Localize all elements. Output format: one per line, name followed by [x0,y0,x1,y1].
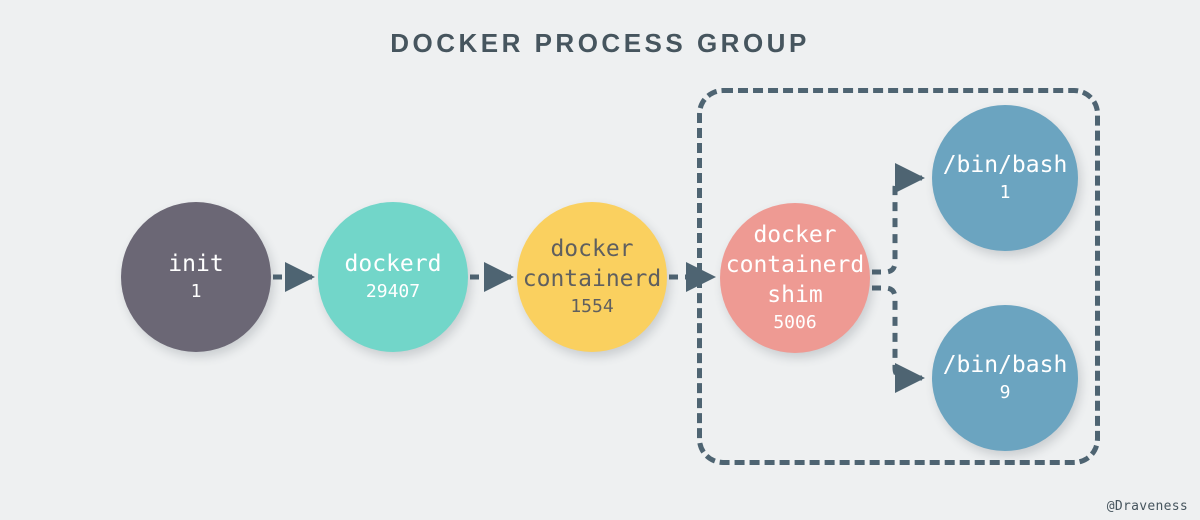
process-name-label: docker containerd shim [725,222,865,308]
process-name-label: dockerd [344,251,442,277]
process-pid-label: 9 [999,382,1011,403]
process-name-label: /bin/bash [942,152,1068,178]
process-node-shim[interactable]: docker containerd shim 5006 [720,203,870,353]
process-pid-label: 1 [999,182,1011,203]
process-node-init[interactable]: init 1 [121,202,271,352]
process-pid-label: 29407 [365,281,421,302]
process-name-label: /bin/bash [942,352,1068,378]
process-node-bash1[interactable]: /bin/bash 1 [932,105,1078,251]
process-node-dockerd[interactable]: dockerd 29407 [318,202,468,352]
page-title: DOCKER PROCESS GROUP [390,28,810,58]
process-pid-label: 1 [190,281,202,302]
process-pid-label: 5006 [773,312,817,333]
process-node-containerd[interactable]: docker containerd 1554 [517,202,667,352]
process-name-label: docker containerd [522,236,662,292]
process-node-bash9[interactable]: /bin/bash 9 [932,305,1078,451]
process-pid-label: 1554 [570,296,614,317]
process-name-label: init [168,251,224,277]
watermark: @Draveness [1106,499,1188,514]
